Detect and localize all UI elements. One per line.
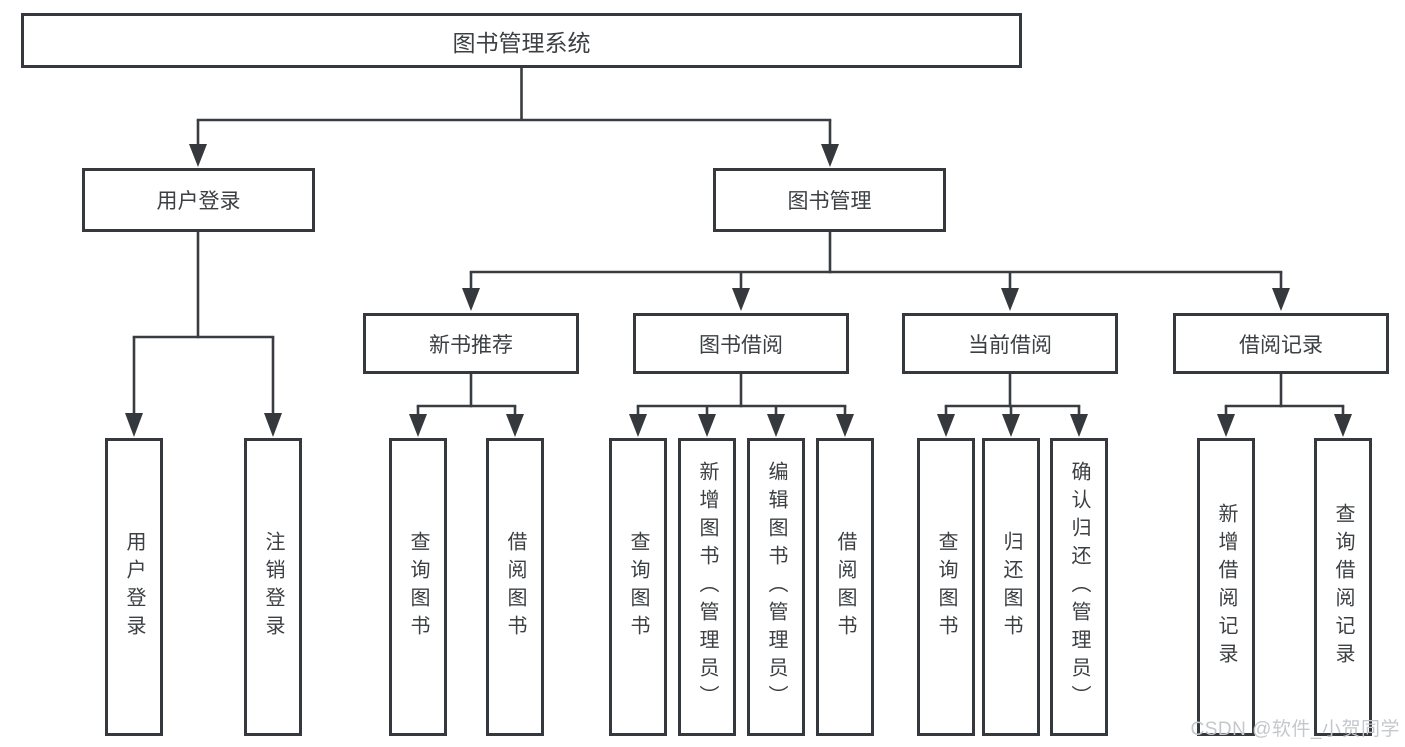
- leaf-query-books-recommend: 查询图书: [389, 438, 447, 736]
- node-label: 图书借阅: [699, 333, 783, 357]
- leaf-add-books-admin: 新增图书（管理员）: [678, 438, 736, 736]
- leaf-label: 新增借阅记录: [1215, 503, 1237, 671]
- node-label: 图书管理: [787, 190, 872, 213]
- leaf-label: 查询图书: [627, 531, 649, 643]
- node-book-borrowing: 图书借阅: [633, 313, 849, 374]
- leaf-query-borrow-record: 查询借阅记录: [1314, 438, 1372, 736]
- node-label: 图书管理系统: [452, 29, 591, 56]
- leaf-confirm-return-admin: 确认归还（管理员）: [1050, 438, 1108, 736]
- leaf-label: 确认归还（管理员）: [1068, 461, 1090, 713]
- leaf-query-books-current: 查询图书: [917, 438, 975, 736]
- leaf-label: 用户登录: [123, 531, 145, 643]
- node-borrowing-records: 借阅记录: [1173, 313, 1389, 374]
- node-current-borrowing: 当前借阅: [902, 313, 1118, 374]
- leaf-label: 编辑图书（管理员）: [765, 461, 787, 713]
- leaf-label: 查询借阅记录: [1332, 503, 1354, 671]
- leaf-label: 查询图书: [935, 531, 957, 643]
- leaf-user-login: 用户登录: [105, 438, 163, 736]
- node-label: 用户登录: [156, 190, 241, 213]
- leaf-label: 查询图书: [407, 531, 429, 643]
- leaf-label: 借阅图书: [834, 531, 856, 643]
- node-new-book-recommend: 新书推荐: [363, 313, 579, 374]
- leaf-label: 借阅图书: [504, 531, 526, 643]
- leaf-label: 新增图书（管理员）: [696, 461, 718, 713]
- node-label: 借阅记录: [1239, 333, 1323, 357]
- csdn-watermark: CSDN @软件_小贺同学: [1190, 719, 1400, 740]
- node-library-management-system: 图书管理系统: [21, 13, 1022, 68]
- leaf-label: 归还图书: [1000, 531, 1022, 643]
- leaf-borrow-books-recommend: 借阅图书: [486, 438, 544, 736]
- node-label: 新书推荐: [429, 333, 513, 357]
- leaf-borrow-books: 借阅图书: [816, 438, 874, 736]
- leaf-query-books-borrowing: 查询图书: [609, 438, 667, 736]
- leaf-label: 注销登录: [262, 531, 284, 643]
- leaf-return-books: 归还图书: [982, 438, 1040, 736]
- node-book-management: 图书管理: [713, 168, 946, 232]
- node-label: 当前借阅: [968, 333, 1052, 357]
- leaf-logout-login: 注销登录: [244, 438, 302, 736]
- leaf-add-borrow-record: 新增借阅记录: [1197, 438, 1255, 736]
- node-user-login: 用户登录: [82, 168, 315, 232]
- leaf-edit-books-admin: 编辑图书（管理员）: [747, 438, 805, 736]
